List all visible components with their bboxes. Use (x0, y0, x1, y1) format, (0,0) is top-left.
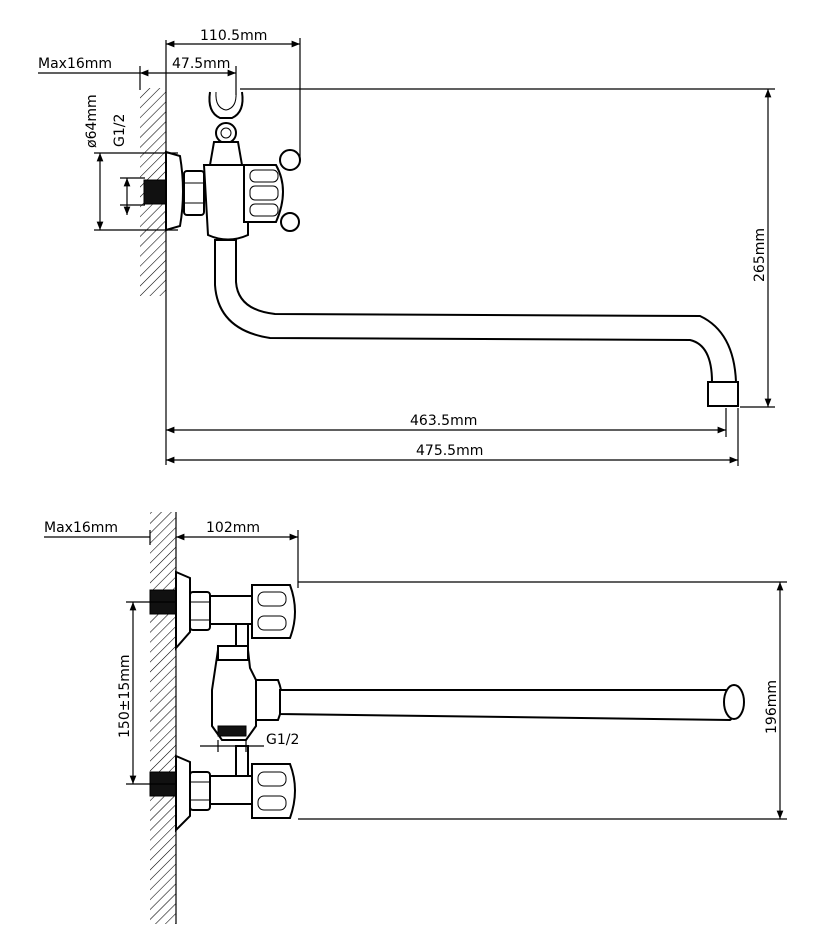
diverter-bottom (255, 679, 283, 721)
dim-thread-bottom: G1/2 (266, 732, 299, 748)
shower-holder-top (208, 91, 244, 119)
dim-height-top: 265mm (752, 228, 768, 282)
dim-height-bottom: 196mm (764, 680, 780, 734)
flange-top (165, 150, 184, 232)
flange-upper (175, 570, 191, 651)
nut-top (183, 170, 205, 216)
aerator-top (707, 381, 739, 407)
handle-upper (251, 584, 296, 639)
dim-flange-diameter: ø64mm (84, 94, 100, 148)
flange-lower (175, 754, 191, 833)
handle-top (243, 164, 284, 223)
handle-lower (251, 763, 296, 819)
thread-band (217, 725, 247, 737)
top-view: Max16mm 110.5mm 47.5mm ø64mm G1/2 265mm … (38, 28, 775, 466)
aerator-bottom (723, 684, 745, 720)
spout-top (214, 239, 738, 383)
nut-upper (189, 591, 211, 631)
spout-bottom (279, 689, 739, 722)
dim-wall-max-top: Max16mm (38, 56, 112, 72)
nut-lower (189, 771, 211, 811)
dim-center-distance: 150±15mm (117, 654, 133, 738)
dim-thread-top: G1/2 (112, 114, 128, 147)
dim-offset-top: 47.5mm (172, 56, 230, 72)
dim-wall-max-bottom: Max16mm (44, 520, 118, 536)
handle-knob-top (279, 149, 301, 171)
valve-body-top (202, 164, 249, 241)
eccentric-fitting-top (143, 179, 167, 205)
dim-overall-reach: 475.5mm (416, 443, 483, 459)
dim-depth-bottom: 102mm (206, 520, 260, 536)
wall-bottom (150, 512, 176, 924)
dim-spout-reach: 463.5mm (410, 413, 477, 429)
bottom-view: Max16mm 102mm 150±15mm G1/2 196mm (44, 512, 787, 924)
dim-width-valve-top: 110.5mm (200, 28, 267, 44)
diverter-top (215, 122, 237, 144)
